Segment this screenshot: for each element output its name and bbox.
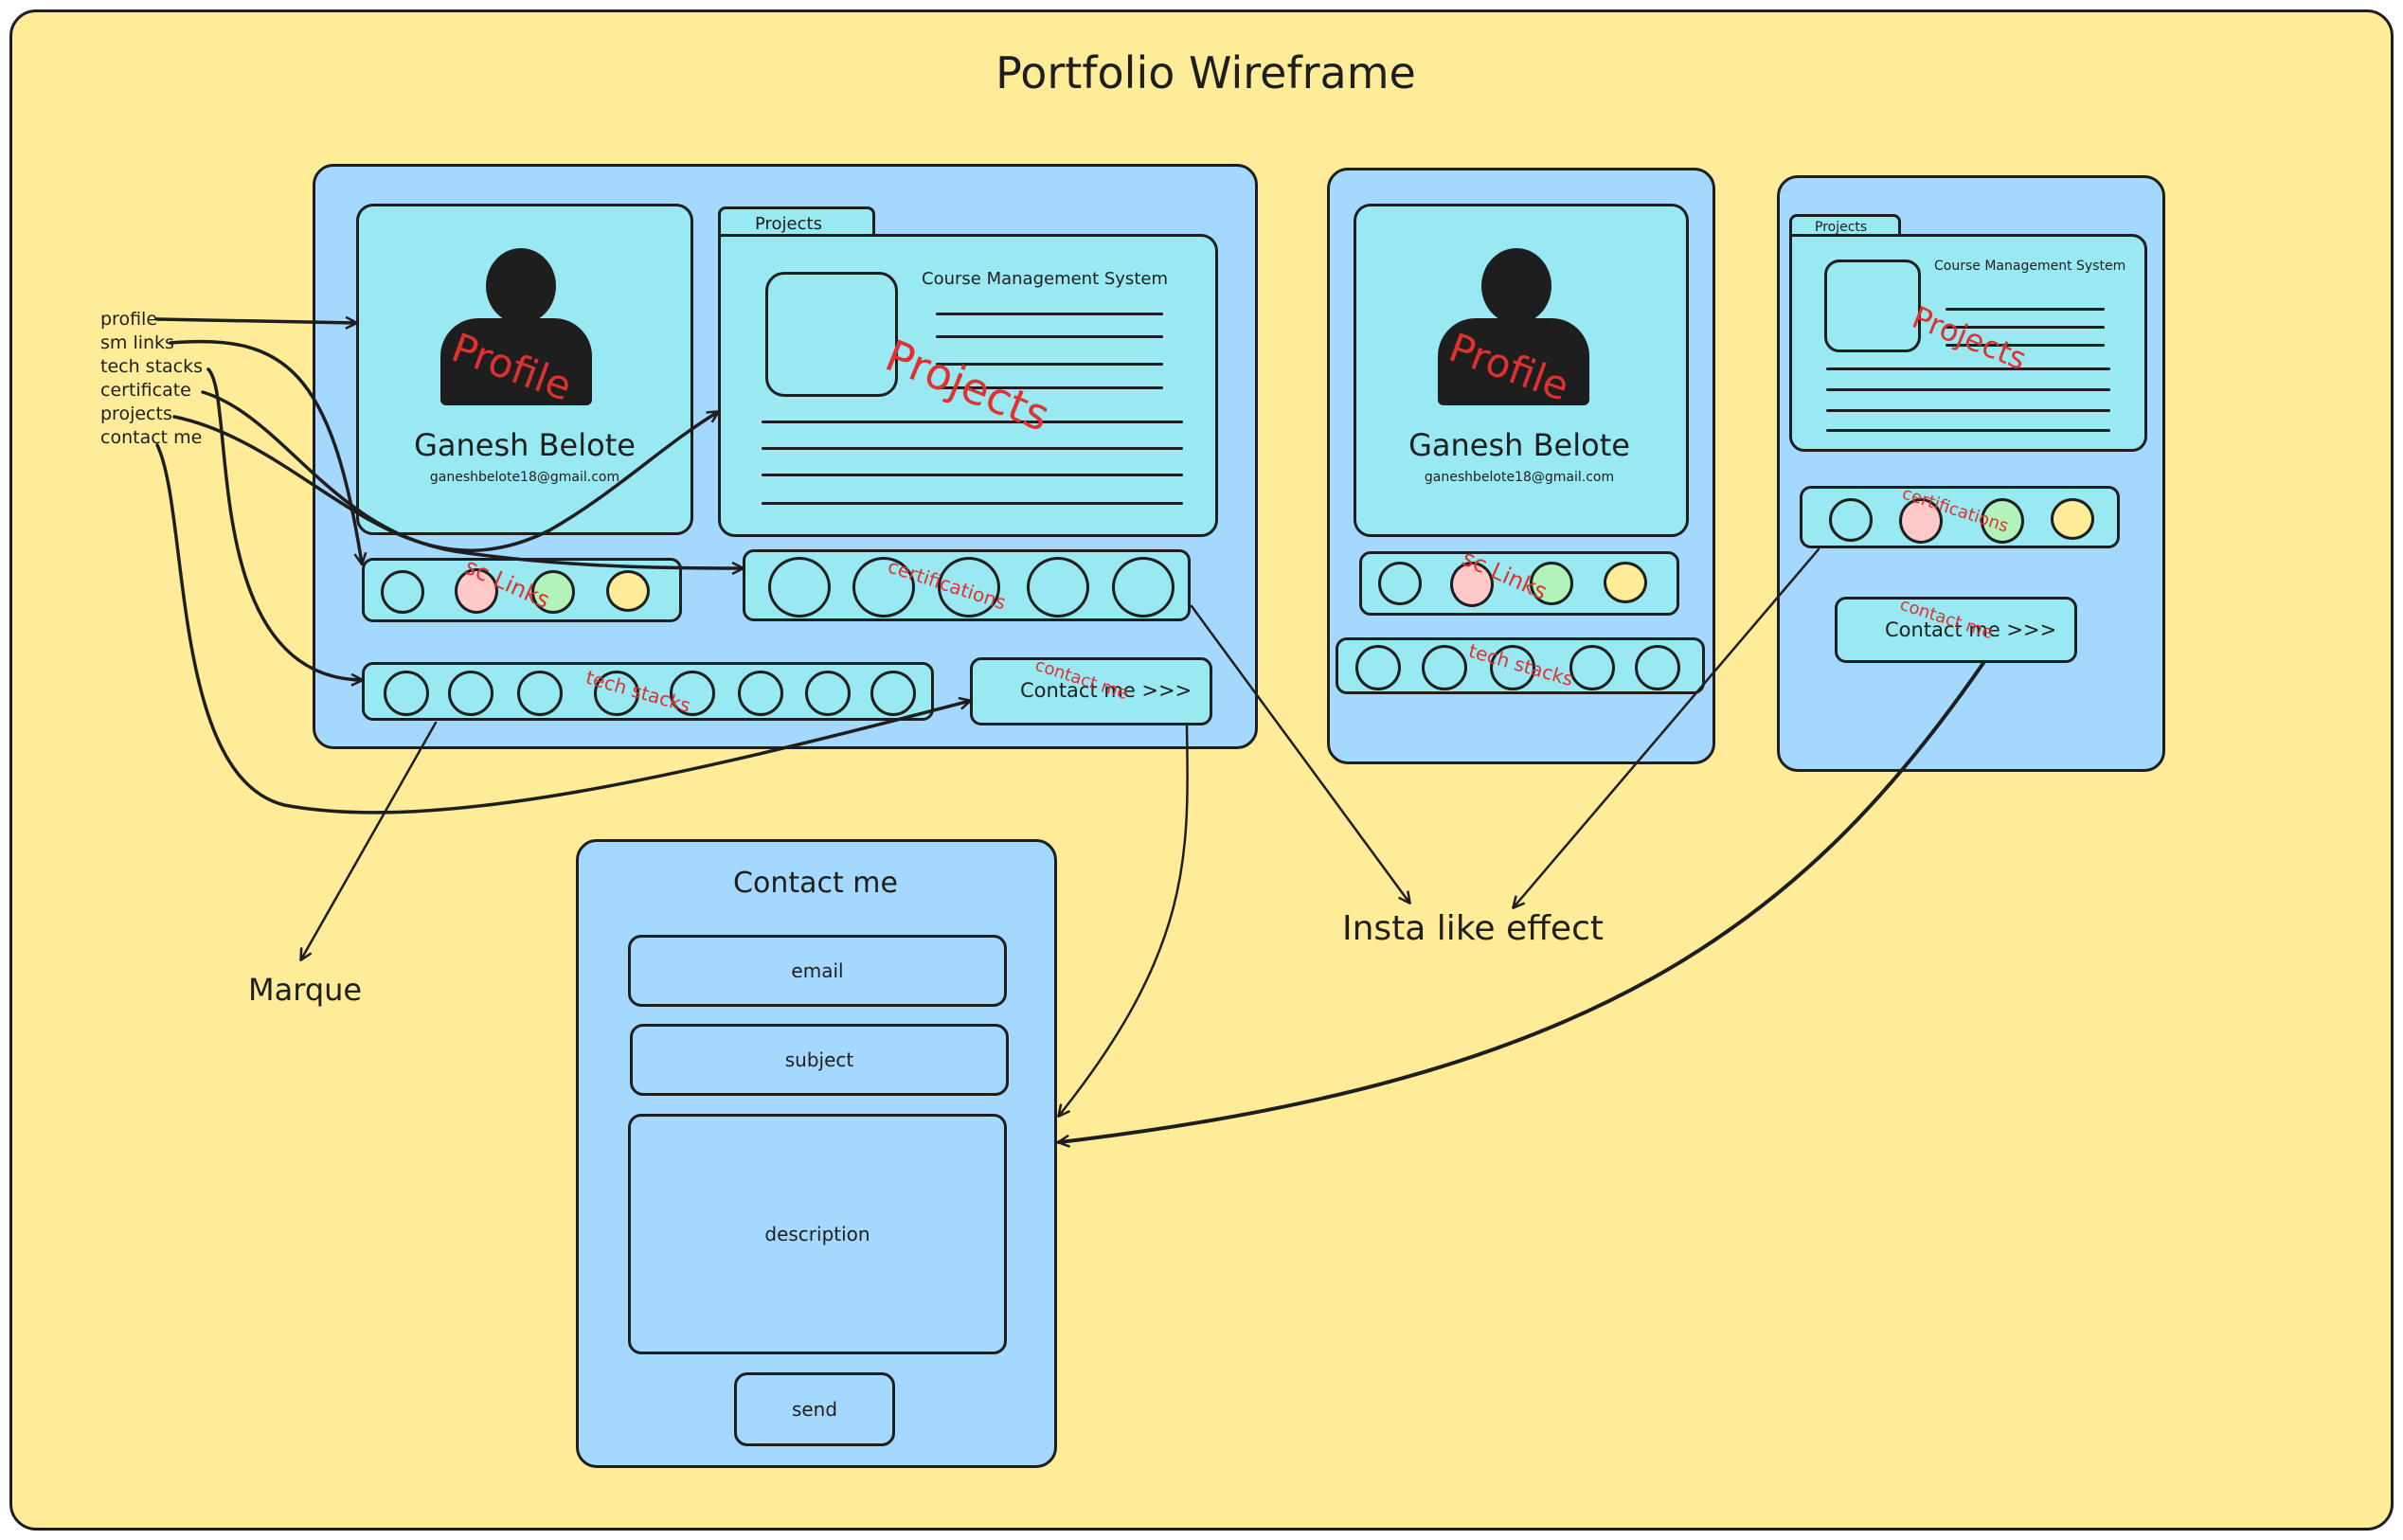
mobile-project-thumbnail	[1824, 260, 1921, 352]
tablet-avatar-body	[1438, 318, 1589, 405]
certification-5[interactable]	[1112, 557, 1175, 618]
tablet-avatar-head	[1481, 248, 1551, 324]
tablet-profile-name: Ganesh Belote	[1408, 427, 1630, 463]
send-button-label: send	[791, 1398, 838, 1421]
certifications-bar: certifications	[743, 549, 1191, 621]
contact-me-button[interactable]: Contact me >>> contact me	[970, 655, 1212, 725]
tech-stack-7	[805, 671, 851, 716]
insta-effect-label: Insta like effect	[1342, 909, 1604, 948]
social-link-1[interactable]	[381, 570, 424, 614]
tablet-social-link-4[interactable]	[1604, 562, 1647, 603]
project-title: Course Management System	[922, 269, 1168, 289]
tablet-tech-stack-5	[1635, 645, 1680, 690]
mobile-projects-card: Course Management System Projects	[1789, 234, 2147, 452]
subject-field[interactable]: subject	[630, 1024, 1009, 1096]
mobile-certification-3[interactable]	[1981, 498, 2024, 544]
contact-form-title: Contact me	[733, 867, 898, 900]
mobile-certification-4[interactable]	[2051, 498, 2094, 540]
tech-stack-3	[517, 671, 563, 716]
legend-profile: profile	[100, 309, 158, 330]
mobile-contact-button-label: Contact me >>>	[1885, 618, 2057, 641]
mobile-contact-me-button[interactable]: Contact me >>> contact me	[1835, 595, 2077, 663]
legend-projects: projects	[100, 403, 172, 424]
page-title: Portfolio Wireframe	[995, 47, 1416, 98]
projects-tab-label: Projects	[755, 214, 822, 234]
contact-form-panel: Contact me email subject description sen…	[576, 839, 1057, 1468]
description-field-label: description	[764, 1223, 870, 1245]
certification-1[interactable]	[768, 557, 831, 618]
legend-certificate: certificate	[100, 380, 191, 401]
send-button[interactable]: send	[734, 1372, 895, 1446]
projects-card: Course Management System Projects	[718, 234, 1218, 537]
tablet-tech-stack-4	[1569, 645, 1615, 690]
social-links-bar: sc Links	[362, 553, 682, 622]
email-field[interactable]: email	[628, 935, 1007, 1007]
mobile-certification-1[interactable]	[1829, 498, 1873, 542]
legend-tech-stacks: tech stacks	[100, 356, 204, 377]
mobile-projects-tab[interactable]: Projects	[1789, 214, 1901, 237]
certification-4[interactable]	[1027, 557, 1089, 618]
tech-stack-6	[738, 671, 783, 716]
tech-stacks-bar: tech stacks	[362, 662, 934, 721]
tablet-tech-stack-1	[1355, 645, 1401, 690]
social-link-4[interactable]	[606, 570, 650, 612]
mobile-certifications-bar: certifications	[1800, 484, 2120, 548]
avatar-head	[486, 248, 556, 324]
mobile-project-title: Course Management System	[1934, 259, 2126, 274]
tech-stack-1	[384, 671, 429, 716]
project-thumbnail	[765, 272, 898, 397]
mobile-projects-tab-label: Projects	[1815, 220, 1868, 235]
profile-name: Ganesh Belote	[414, 427, 636, 463]
tech-stack-2	[448, 671, 493, 716]
mobile-projects-annotation: Projects	[1907, 298, 2032, 378]
profile-email: ganeshbelote18@gmail.com	[429, 470, 620, 485]
tablet-social-link-1[interactable]	[1378, 562, 1422, 605]
legend-sm-links: sm links	[100, 332, 174, 353]
tablet-social-links-bar: sc Links	[1359, 545, 1679, 616]
tablet-tech-stack-2	[1422, 645, 1467, 690]
subject-field-label: subject	[784, 1048, 854, 1071]
projects-tab[interactable]: Projects	[718, 206, 875, 237]
tablet-social-link-2[interactable]	[1450, 562, 1494, 607]
marque-label: Marque	[248, 972, 363, 1008]
tablet-profile-card: Profile Ganesh Belote ganeshbelote18@gma…	[1354, 204, 1689, 537]
mobile-certification-2[interactable]	[1899, 498, 1943, 544]
description-field[interactable]: description	[628, 1114, 1007, 1354]
email-field-label: email	[791, 959, 844, 982]
tech-stack-8	[870, 671, 916, 716]
legend-contact-me: contact me	[100, 427, 203, 448]
projects-annotation: Projects	[878, 329, 1057, 442]
profile-card: Profile Ganesh Belote ganeshbelote18@gma…	[356, 204, 693, 535]
tablet-tech-stacks-bar: tech stacks	[1336, 637, 1705, 694]
tablet-profile-email: ganeshbelote18@gmail.com	[1424, 470, 1615, 485]
